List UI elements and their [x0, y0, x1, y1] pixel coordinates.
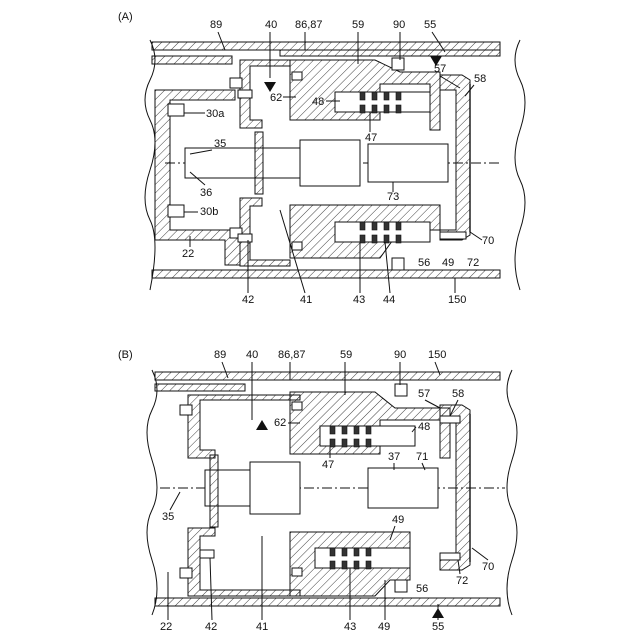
ref-59-a: 59	[352, 19, 364, 31]
ref-150-b: 150	[428, 349, 446, 361]
ref-48-b: 48	[418, 421, 430, 433]
ref-56-b: 56	[416, 583, 428, 595]
ref-150-a: 150	[448, 294, 466, 306]
ref-42-a: 42	[242, 294, 254, 306]
ref-36-a: 36	[200, 187, 212, 199]
ref-72-a: 72	[467, 257, 479, 269]
ref-35-b: 35	[162, 511, 174, 523]
spring-43-b	[315, 548, 410, 568]
tube-89-a	[152, 56, 232, 64]
ref-41-b: 41	[256, 621, 268, 633]
break-line-left-a	[145, 40, 155, 290]
piston-rod-a	[368, 144, 448, 182]
break-line-right-a	[515, 40, 525, 290]
spring-48-a	[335, 92, 430, 112]
ref-89-b: 89	[214, 349, 226, 361]
tube-89-b	[155, 384, 245, 391]
ref-40-a: 40	[265, 19, 277, 31]
outer-tube-bottom-b	[155, 598, 500, 606]
ref-44-a: 44	[383, 294, 395, 306]
arrow-40-a	[264, 82, 276, 92]
cylinder-wall-bottom-b	[188, 528, 300, 596]
outer-tube-bottom-a	[152, 270, 500, 278]
piston-rod-37-b	[368, 468, 438, 508]
ref-41-a: 41	[300, 294, 312, 306]
ref-70-b: 70	[482, 561, 494, 573]
ref-89-a: 89	[210, 19, 222, 31]
ref-30a-a: 30a	[206, 108, 225, 120]
ref-73-a: 73	[387, 191, 399, 203]
ref-55-b: 55	[432, 621, 444, 633]
ref-62-b: 62	[274, 417, 286, 429]
ref-35-a: 35	[214, 138, 226, 150]
bearing-30b-a	[168, 205, 184, 217]
piston-41-b	[210, 455, 218, 527]
arrow-55-b	[432, 608, 444, 618]
arrow-40-b	[256, 420, 268, 430]
ref-72-b: 72	[456, 575, 468, 587]
ref-86-87-a: 86,87	[295, 19, 323, 31]
ref-57-b: 57	[418, 388, 430, 400]
figure-a: (A)	[118, 11, 525, 306]
ref-48-a: 48	[312, 96, 324, 108]
panel-label-b: (B)	[118, 349, 133, 361]
spring-43-a	[335, 222, 430, 242]
ref-49-bottom-b: 49	[378, 621, 390, 633]
ref-56-a: 56	[418, 257, 430, 269]
ref-86-87-b: 86,87	[278, 349, 306, 361]
ref-43-a: 43	[353, 294, 365, 306]
shaft-collar-a	[300, 140, 360, 186]
ref-47-b: 47	[322, 459, 334, 471]
ref-70-a: 70	[482, 235, 494, 247]
ref-30b-a: 30b	[200, 206, 218, 218]
ref-22-a: 22	[182, 248, 194, 260]
ref-22-b: 22	[160, 621, 172, 633]
break-line-left-b	[147, 370, 157, 615]
outer-tube-top-b	[155, 372, 500, 380]
figure-b: (B)	[118, 349, 517, 633]
ref-55-a: 55	[424, 19, 436, 31]
ref-71-b: 71	[416, 451, 428, 463]
ref-62-a: 62	[270, 92, 282, 104]
ref-90-a: 90	[393, 19, 405, 31]
ref-47-a: 47	[365, 132, 377, 144]
ref-37-b: 37	[388, 451, 400, 463]
ref-42-b: 42	[205, 621, 217, 633]
outer-tube-top-a	[152, 42, 500, 50]
ref-49-a: 49	[442, 257, 454, 269]
ref-43-b: 43	[344, 621, 356, 633]
bearing-30a-a	[168, 104, 184, 116]
break-line-right-b	[507, 370, 517, 615]
panel-label-a: (A)	[118, 11, 133, 23]
ref-90-b: 90	[394, 349, 406, 361]
tube-86-87-a	[280, 50, 500, 56]
ref-49-top-b: 49	[392, 514, 404, 526]
ref-59-b: 59	[340, 349, 352, 361]
shaft-collar-b	[250, 462, 300, 514]
ref-58-b: 58	[452, 388, 464, 400]
ref-40-b: 40	[246, 349, 258, 361]
ref-58-a: 58	[474, 73, 486, 85]
piston-41-a	[255, 132, 263, 194]
